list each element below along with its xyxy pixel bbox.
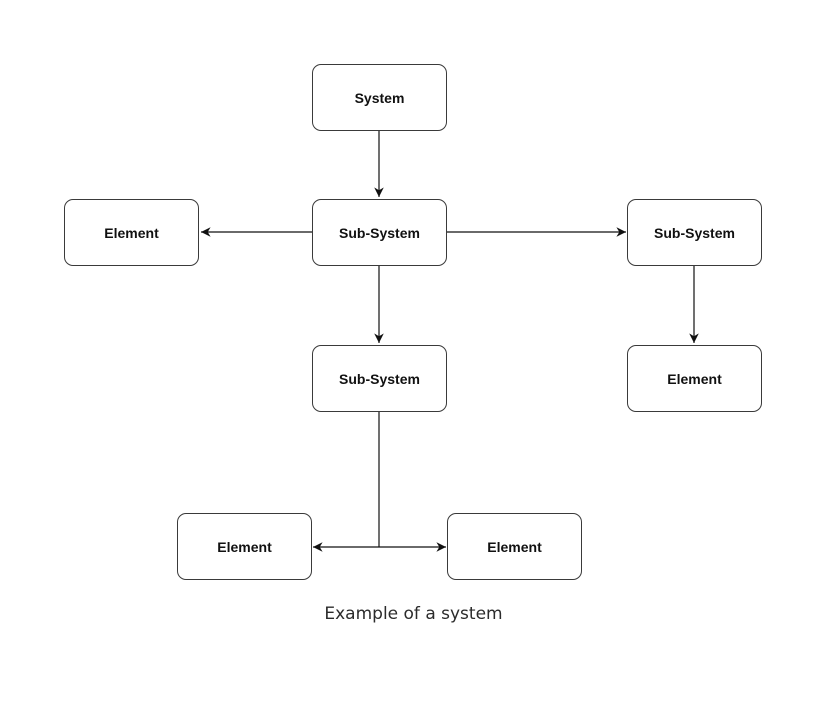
- figure-caption: Example of a system: [324, 604, 503, 624]
- node-element-left: Element: [64, 199, 199, 266]
- node-element-right: Element: [627, 345, 762, 412]
- node-subsystem-right-label: Sub-System: [654, 224, 735, 241]
- node-element-left-label: Element: [104, 224, 159, 241]
- node-element-bottom-right-label: Element: [487, 538, 542, 555]
- node-system-label: System: [354, 89, 405, 106]
- node-subsystem-center-label: Sub-System: [339, 224, 420, 241]
- node-element-bottom-left: Element: [177, 513, 312, 580]
- node-subsystem-center: Sub-System: [312, 199, 447, 266]
- node-system: System: [312, 64, 447, 131]
- node-subsystem-right: Sub-System: [627, 199, 762, 266]
- node-element-bottom-left-label: Element: [217, 538, 272, 555]
- node-element-bottom-right: Element: [447, 513, 582, 580]
- node-subsystem-lower: Sub-System: [312, 345, 447, 412]
- node-subsystem-lower-label: Sub-System: [339, 370, 420, 387]
- node-element-right-label: Element: [667, 370, 722, 387]
